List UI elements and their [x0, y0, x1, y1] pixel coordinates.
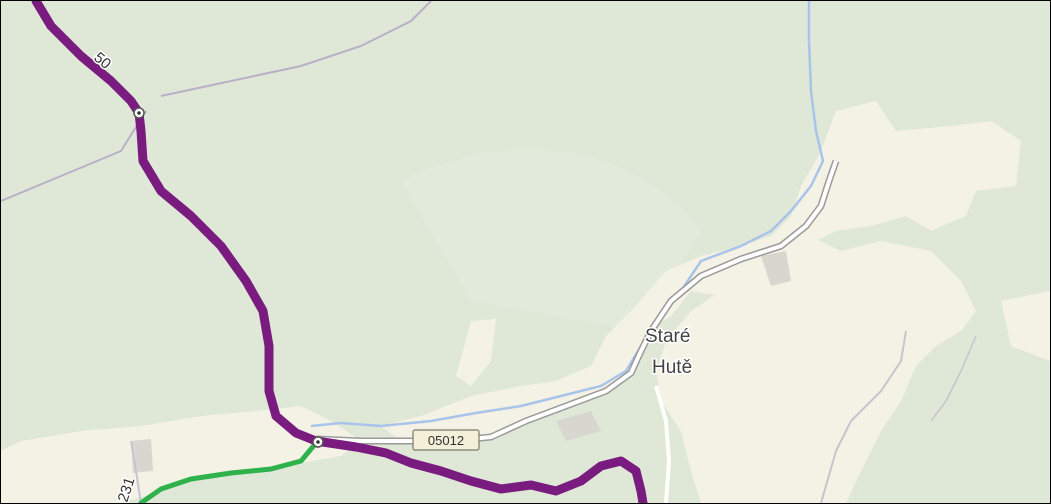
place-label-line1: Staré — [645, 326, 690, 347]
building-block — [131, 439, 153, 473]
settlement-patch-east — [1001, 291, 1050, 361]
settlement-patch — [456, 319, 496, 386]
minor-road — [820, 330, 907, 503]
junction-node-dot — [316, 440, 320, 444]
place-label-line2: Hutě — [652, 357, 692, 378]
minor-road — [1, 110, 147, 202]
road-code-label: 05012 — [428, 433, 464, 448]
settlement-area-east — [656, 231, 976, 503]
secondary-road-231[interactable] — [138, 440, 319, 503]
clearing-area — [401, 149, 701, 331]
minor-road — [130, 440, 142, 503]
settlement-area-southwest — [1, 406, 361, 503]
junction-node-dot — [137, 111, 141, 115]
local-road[interactable] — [654, 385, 672, 503]
minor-road — [930, 335, 977, 422]
road-code-shield-box — [412, 429, 480, 451]
road-code-shield: 05012 — [412, 429, 480, 451]
building-block — [556, 411, 601, 441]
building-block — [761, 251, 791, 286]
minor-road — [160, 1, 432, 97]
